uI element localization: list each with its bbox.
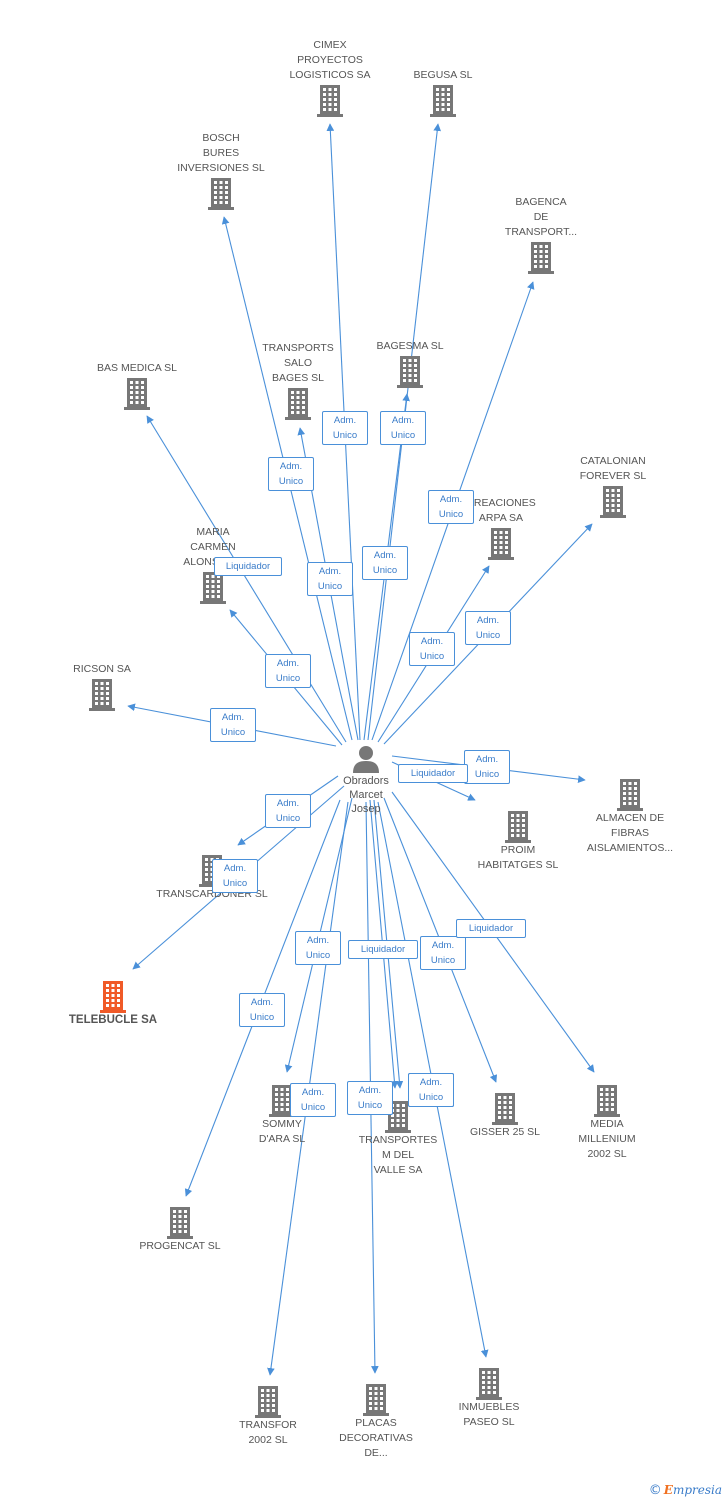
company-label: SOMMY D'ARA SL (258, 1118, 306, 1145)
building-icon (89, 679, 115, 711)
relation-badge-begusa[interactable]: Adm. Unico (380, 411, 426, 445)
company-node-bagesma[interactable]: BAGESMA SL (350, 339, 470, 388)
company-label: BAGESMA SL (376, 340, 444, 352)
building-icon (285, 388, 311, 420)
building-icon (317, 85, 343, 117)
center-person-label: Obradors Marcet Josep (343, 775, 389, 815)
company-label: BAGENCA DE TRANSPORT... (504, 196, 578, 238)
company-label: PROGENCAT SL (139, 1240, 221, 1252)
relation-badge-transfor[interactable]: Adm. Unico (290, 1083, 336, 1117)
company-node-bosch[interactable]: BOSCH BURES INVERSIONES SL (161, 131, 281, 210)
company-node-bas-medica[interactable]: BAS MEDICA SL (77, 361, 197, 410)
building-icon (488, 528, 514, 560)
building-icon (100, 981, 126, 1013)
building-icon (385, 1101, 411, 1133)
relation-badge-telebucle[interactable]: Adm. Unico (212, 859, 258, 893)
company-node-cimex[interactable]: CIMEX PROYECTOS LOGISTICOS SA (270, 38, 390, 117)
building-icon (124, 378, 150, 410)
building-icon (200, 572, 226, 604)
company-label: CIMEX PROYECTOS LOGISTICOS SA (289, 39, 371, 81)
company-node-bagenca[interactable]: BAGENCA DE TRANSPORT... (481, 195, 601, 274)
footer-brand: ©Empresia (649, 1483, 722, 1498)
company-node-media-millenium[interactable]: MEDIA MILLENIUM 2002 SL (547, 1083, 667, 1162)
company-label: ALMACEN DE FIBRAS AISLAMIENTOS... (586, 812, 674, 854)
copyright-symbol: © (648, 1483, 662, 1498)
relation-badge-maria-carmen[interactable]: Adm. Unico (265, 654, 311, 688)
company-node-transports-salo[interactable]: TRANSPORTS SALO BAGES SL (238, 341, 358, 420)
company-node-placas[interactable]: PLACAS DECORATIVAS DE... (316, 1382, 436, 1461)
company-node-gisser[interactable]: GISSER 25 SL (445, 1091, 565, 1140)
relation-badge-catalonian[interactable]: Adm. Unico (465, 611, 511, 645)
brand-name: mpresia (672, 1483, 722, 1497)
company-node-transfor[interactable]: TRANSFOR 2002 SL (208, 1384, 328, 1448)
relation-badge-creaciones[interactable]: Adm. Unico (409, 632, 455, 666)
building-icon (528, 242, 554, 274)
building-icon (505, 811, 531, 843)
relation-badge-transcardoner[interactable]: Adm. Unico (265, 794, 311, 828)
relation-badge-ricson[interactable]: Adm. Unico (210, 708, 256, 742)
relation-badge-bagesma[interactable]: Adm. Unico (362, 546, 408, 580)
relation-badge-bagenca[interactable]: Adm. Unico (428, 490, 474, 524)
building-icon (363, 1384, 389, 1416)
company-node-telebucle[interactable]: TELEBUCLE SA (53, 979, 173, 1028)
relation-badge-progencat[interactable]: Adm. Unico (239, 993, 285, 1027)
company-label: PLACAS DECORATIVAS DE... (339, 1417, 413, 1459)
company-label: TRANSPORTS SALO BAGES SL (262, 342, 334, 384)
company-node-proim[interactable]: PROIM HABITATGES SL (458, 809, 578, 873)
relation-badge-cimex[interactable]: Adm. Unico (322, 411, 368, 445)
company-node-sommy[interactable]: SOMMY D'ARA SL (222, 1083, 342, 1147)
company-label: TRANSPORTES M DEL VALLE SA (358, 1134, 438, 1176)
building-icon (476, 1368, 502, 1400)
company-node-inmuebles[interactable]: INMUEBLES PASEO SL (429, 1366, 549, 1430)
relation-badge-almacen[interactable]: Adm. Unico (464, 750, 510, 784)
edge-bas-medica (146, 415, 347, 743)
building-icon (430, 85, 456, 117)
relation-badge-proim[interactable]: Liquidador (398, 764, 468, 783)
company-label: RICSON SA (73, 663, 131, 675)
company-node-catalonian[interactable]: CATALONIAN FOREVER SL (553, 454, 673, 518)
company-node-ricson[interactable]: RICSON SA (42, 662, 162, 711)
company-label: BAS MEDICA SL (97, 362, 177, 374)
building-icon (492, 1093, 518, 1125)
company-node-transportes-mdel[interactable]: TRANSPORTES M DEL VALLE SA (338, 1099, 458, 1178)
center-person-node[interactable]: Obradors Marcet Josep (321, 744, 411, 816)
relation-badge-bosch[interactable]: Adm. Unico (268, 457, 314, 491)
relation-badge-inmuebles[interactable]: Adm. Unico (408, 1073, 454, 1107)
company-label: TRANSFOR 2002 SL (239, 1419, 297, 1446)
company-label: INMUEBLES PASEO SL (458, 1401, 520, 1428)
company-node-progencat[interactable]: PROGENCAT SL (120, 1205, 240, 1254)
building-icon (167, 1207, 193, 1239)
company-node-almacen[interactable]: ALMACEN DE FIBRAS AISLAMIENTOS... (570, 777, 690, 856)
company-node-creaciones[interactable]: CREACIONES ARPA SA (441, 496, 561, 560)
building-icon (269, 1085, 295, 1117)
relation-badge-bas-medica[interactable]: Liquidador (214, 557, 282, 576)
company-node-begusa[interactable]: BEGUSA SL (383, 68, 503, 117)
building-icon (397, 356, 423, 388)
company-label: BEGUSA SL (413, 69, 473, 81)
relation-badge-transports-salo[interactable]: Adm. Unico (307, 562, 353, 596)
relation-badge-transportes-mdel[interactable]: Liquidador (348, 940, 418, 959)
building-icon (600, 486, 626, 518)
company-label: CREACIONES ARPA SA (466, 497, 536, 524)
brand-initial: E (663, 1483, 673, 1497)
company-label: TELEBUCLE SA (68, 1014, 158, 1026)
company-label: MEDIA MILLENIUM 2002 SL (578, 1118, 636, 1160)
company-label: PROIM HABITATGES SL (477, 844, 559, 871)
building-icon (208, 178, 234, 210)
company-label: BOSCH BURES INVERSIONES SL (177, 132, 265, 174)
company-label: CATALONIAN FOREVER SL (579, 455, 647, 482)
relation-badge-gisser[interactable]: Adm. Unico (420, 936, 466, 970)
building-icon (594, 1085, 620, 1117)
relation-badge-transportes-mdel[interactable]: Adm. Unico (347, 1081, 393, 1115)
relation-badge-sommy[interactable]: Adm. Unico (295, 931, 341, 965)
company-label: GISSER 25 SL (469, 1126, 541, 1138)
person-icon (353, 746, 379, 773)
relation-badge-media-millenium[interactable]: Liquidador (456, 919, 526, 938)
building-icon (255, 1386, 281, 1418)
building-icon (617, 779, 643, 811)
